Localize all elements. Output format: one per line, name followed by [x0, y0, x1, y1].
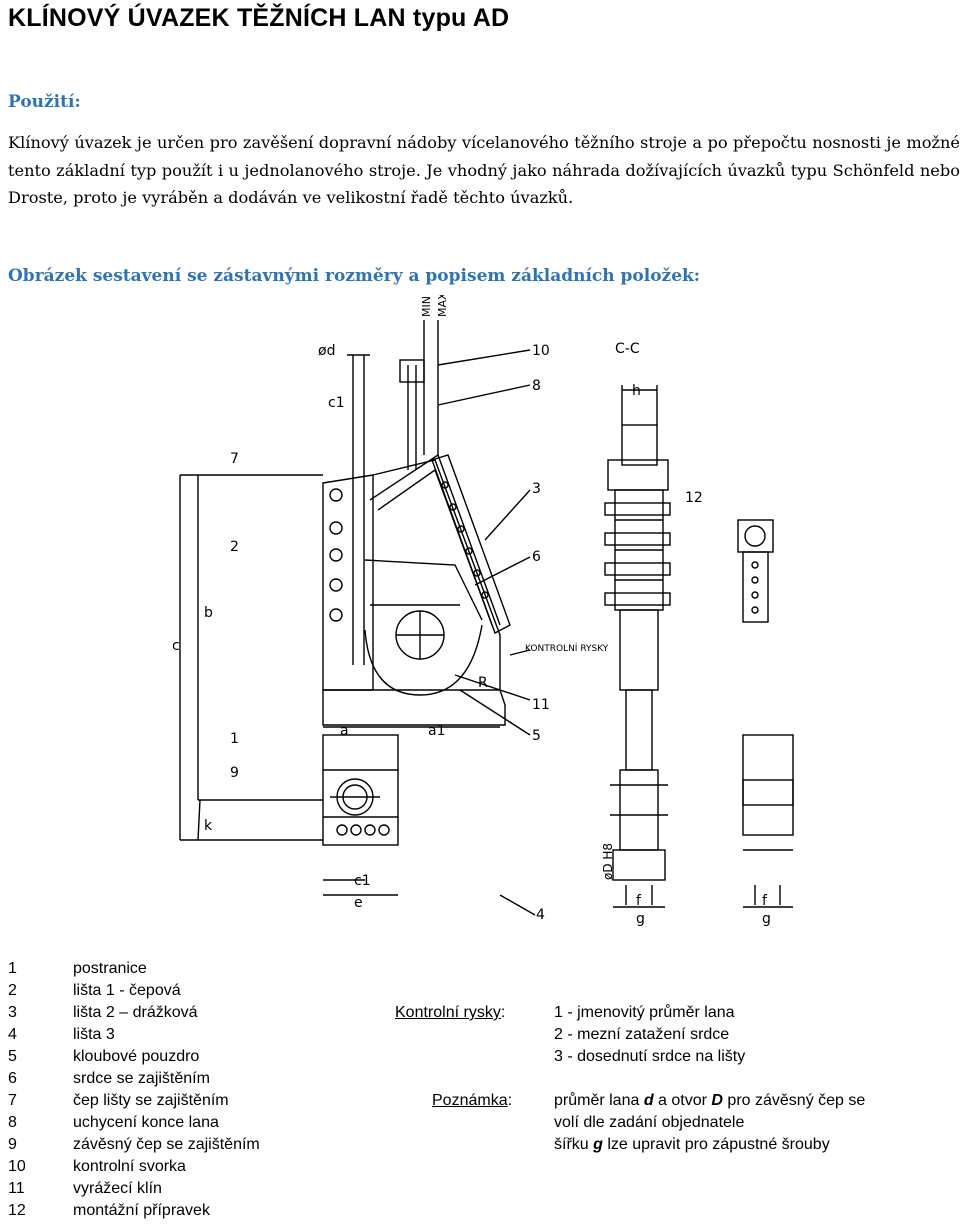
control-mark-item: 3 - dosednutí srdce na lišty — [554, 1048, 746, 1065]
svg-text:MIN 225: MIN 225 — [420, 295, 433, 317]
svg-text:c1: c1 — [328, 395, 345, 411]
control-marks-caption: KONTROLNÍ RYSKY — [525, 642, 609, 654]
svg-text:12: 12 — [685, 490, 703, 506]
svg-text:øD H8: øD H8 — [601, 843, 615, 880]
svg-text:f: f — [636, 893, 642, 909]
note-line: šířku g lze upravit pro zápustné šrouby — [554, 1136, 830, 1153]
assembly-drawing: ød c1 7 2 b c 1 9 k c1 e a a1 10 8 3 6 1… — [160, 268, 960, 940]
svg-text:1: 1 — [230, 731, 239, 747]
svg-text:e: e — [354, 895, 363, 911]
svg-text:g: g — [762, 911, 771, 927]
note-text: průměr lana d a otvor D pro závěsný čep … — [554, 1090, 865, 1156]
svg-text:C-C: C-C — [615, 341, 640, 357]
svg-text:11: 11 — [532, 697, 550, 713]
svg-text:h: h — [632, 383, 641, 399]
svg-text:MAX 450: MAX 450 — [436, 295, 449, 317]
svg-text:c: c — [172, 638, 180, 654]
control-mark-item: 1 - jmenovitý průměr lana — [554, 1004, 735, 1021]
svg-text:3: 3 — [532, 481, 541, 497]
svg-text:a1: a1 — [428, 723, 446, 739]
svg-text:f: f — [762, 893, 768, 909]
svg-text:a: a — [340, 723, 349, 739]
page-title: KLÍNOVÝ ÚVAZEK TĚŽNÍCH LAN typu AD — [8, 4, 510, 32]
control-mark-item: 2 - mezní zatažení srdce — [554, 1026, 730, 1043]
svg-text:c1: c1 — [354, 873, 371, 889]
svg-text:ød: ød — [318, 343, 335, 359]
svg-text:9: 9 — [230, 765, 239, 781]
usage-paragraph: Klínový úvazek je určen pro zavěšení dop… — [8, 133, 960, 207]
svg-text:4: 4 — [536, 907, 545, 923]
control-marks-list: 1 - jmenovitý průměr lana 2 - mezní zata… — [554, 1002, 745, 1068]
control-marks-label: Kontrolní rysky: — [395, 1004, 506, 1021]
svg-text:b: b — [204, 605, 213, 621]
svg-text:2: 2 — [230, 539, 239, 555]
svg-text:10: 10 — [532, 343, 550, 359]
usage-heading: Použití: — [8, 92, 81, 112]
svg-text:R: R — [478, 675, 488, 691]
note-label: Poznámka: — [432, 1092, 513, 1109]
svg-text:7: 7 — [230, 451, 239, 467]
svg-text:5: 5 — [532, 728, 541, 744]
note-line: průměr lana d a otvor D pro závěsný čep … — [554, 1092, 866, 1109]
note-line: volí dle zadání objednatele — [554, 1114, 745, 1131]
svg-text:8: 8 — [532, 378, 541, 394]
svg-text:g: g — [636, 911, 645, 927]
figure-heading: Obrázek sestavení se zástavnými rozměry … — [8, 266, 701, 286]
svg-text:6: 6 — [532, 549, 541, 565]
svg-text:k: k — [204, 818, 213, 834]
